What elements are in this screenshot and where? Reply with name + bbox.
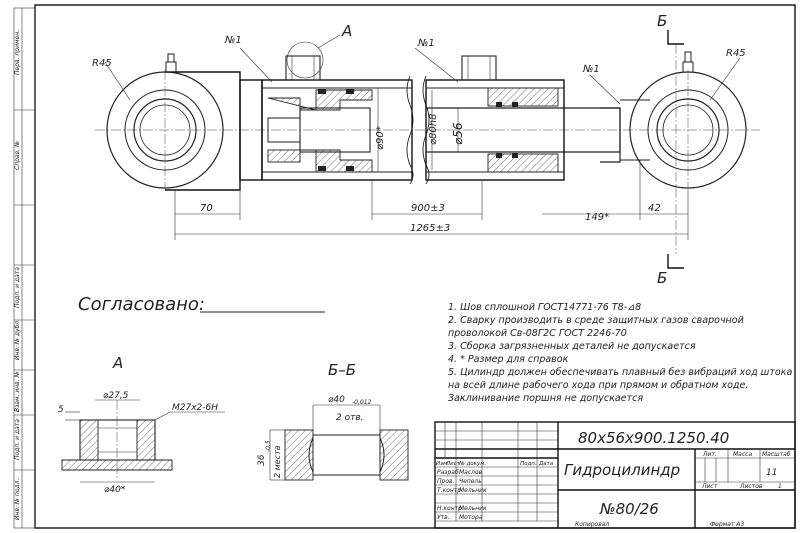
stamp-2: Справ. № xyxy=(14,141,21,170)
detail-view-a: А xyxy=(61,354,225,483)
mark-b-top: Б xyxy=(657,12,667,30)
role-2: Пров. xyxy=(437,478,455,485)
dim-stroke: 900±3 xyxy=(411,203,445,214)
callout-1: №1 xyxy=(224,35,242,46)
col-izm: Изм. xyxy=(436,461,449,467)
view-b-h-tol: -0,5 xyxy=(265,440,272,452)
dimension-lines xyxy=(174,160,689,240)
person-4: Мельник xyxy=(459,505,487,512)
radius-left: R45 xyxy=(92,58,112,69)
stamp-3: Подп. и дата xyxy=(14,267,21,308)
stamp-4: Инв. № дубл. xyxy=(14,319,21,360)
side-stamp xyxy=(13,7,36,529)
callout-3: №1 xyxy=(582,64,600,75)
stamp-5: Взам. инв. № xyxy=(14,371,21,412)
approval-label: Согласовано: xyxy=(78,294,205,315)
product-name: Гидроцилиндр xyxy=(564,461,680,479)
section-view-b: Б–Б xyxy=(269,361,409,481)
view-b-tol: -0,012 xyxy=(352,399,372,406)
stamp-7: Инв. № подл. xyxy=(14,479,21,520)
col-doc: № докум. xyxy=(458,461,486,467)
stamp-1: Перв. примен. xyxy=(14,30,21,75)
col-mass: Масса xyxy=(733,451,752,458)
person-3: Мельник xyxy=(459,487,487,494)
note-6: 5. Цилиндр должен обеспечивать плавный б… xyxy=(448,367,792,378)
role-1: Разраб. xyxy=(437,469,461,476)
technical-notes: 1. Шов сплошной ГОСТ14771-76 Т8-⊿8 2. Св… xyxy=(448,302,792,404)
drawing-number: №80/26 xyxy=(599,500,659,518)
view-a-d-top: ⌀27,5 xyxy=(103,391,129,401)
person-2: Чепель xyxy=(459,478,482,485)
role-4: Н.контр. xyxy=(437,505,464,512)
note-8: Заклинивание поршня не допускается xyxy=(448,393,643,404)
view-b-holes: 2 отв. xyxy=(336,413,364,423)
view-a-thread: М27х2-6Н xyxy=(172,403,218,413)
role-5: Утв. xyxy=(437,514,450,521)
view-b-h: 36 xyxy=(257,454,267,466)
sheet-label: Лист xyxy=(701,483,718,490)
callout-2: №1 xyxy=(417,38,435,49)
note-1: 1. Шов сплошной ГОСТ14771-76 Т8-⊿8 xyxy=(448,302,641,313)
col-scale: Масштаб xyxy=(762,451,791,458)
dim-right-b: 42 xyxy=(648,203,661,214)
col-date: Дата xyxy=(538,461,554,467)
col-list: Лист xyxy=(445,461,461,467)
mass-value: 11 xyxy=(766,468,777,478)
role-3: Т.контр. xyxy=(437,487,463,494)
col-lit: Лит. xyxy=(702,451,717,458)
sheets-label: Листов xyxy=(739,483,763,490)
designation: 80х56х900.1250.40 xyxy=(578,429,729,447)
stamp-6: Подп. и дата xyxy=(14,419,21,460)
dim-left-eye: 70 xyxy=(200,203,213,214)
dim-bore: ⌀90* xyxy=(375,126,386,150)
dim-right-a: 149* xyxy=(585,212,609,223)
radius-right: R45 xyxy=(726,48,746,59)
col-sign: Подп. xyxy=(520,461,537,467)
view-a-h: 5 xyxy=(58,405,64,415)
format-label: Формат А3 xyxy=(710,521,744,528)
title-block xyxy=(434,421,796,529)
view-b-d-top: ⌀40 xyxy=(328,395,345,405)
note-3: проволокой Св-08Г2С ГОСТ 2246-70 xyxy=(448,328,627,339)
person-5: Мотора xyxy=(459,514,483,521)
note-7: на всей длине рабочего хода при прямом и… xyxy=(448,380,748,391)
note-4: 3. Сборка загрязненных деталей не допуск… xyxy=(448,341,696,352)
dim-rod-outer: ⌀80h8 xyxy=(428,114,439,145)
dim-total: 1265±3 xyxy=(410,223,450,234)
person-1: Маслов xyxy=(459,469,483,476)
view-a-d-bottom: ⌀40* xyxy=(104,485,126,495)
copied-label: Копировал xyxy=(575,521,609,528)
note-2: 2. Сварку производить в среде защитных г… xyxy=(448,315,744,326)
mark-a: А xyxy=(341,22,352,40)
view-b-places: 2 места xyxy=(273,445,282,478)
cylinder-main-view xyxy=(95,47,760,191)
view-b-title: Б–Б xyxy=(328,361,356,379)
note-5: 4. * Размер для справок xyxy=(448,354,569,365)
mark-b-bottom: Б xyxy=(657,269,667,287)
view-a-title: А xyxy=(112,354,123,372)
sheets-value: 1 xyxy=(778,483,782,490)
